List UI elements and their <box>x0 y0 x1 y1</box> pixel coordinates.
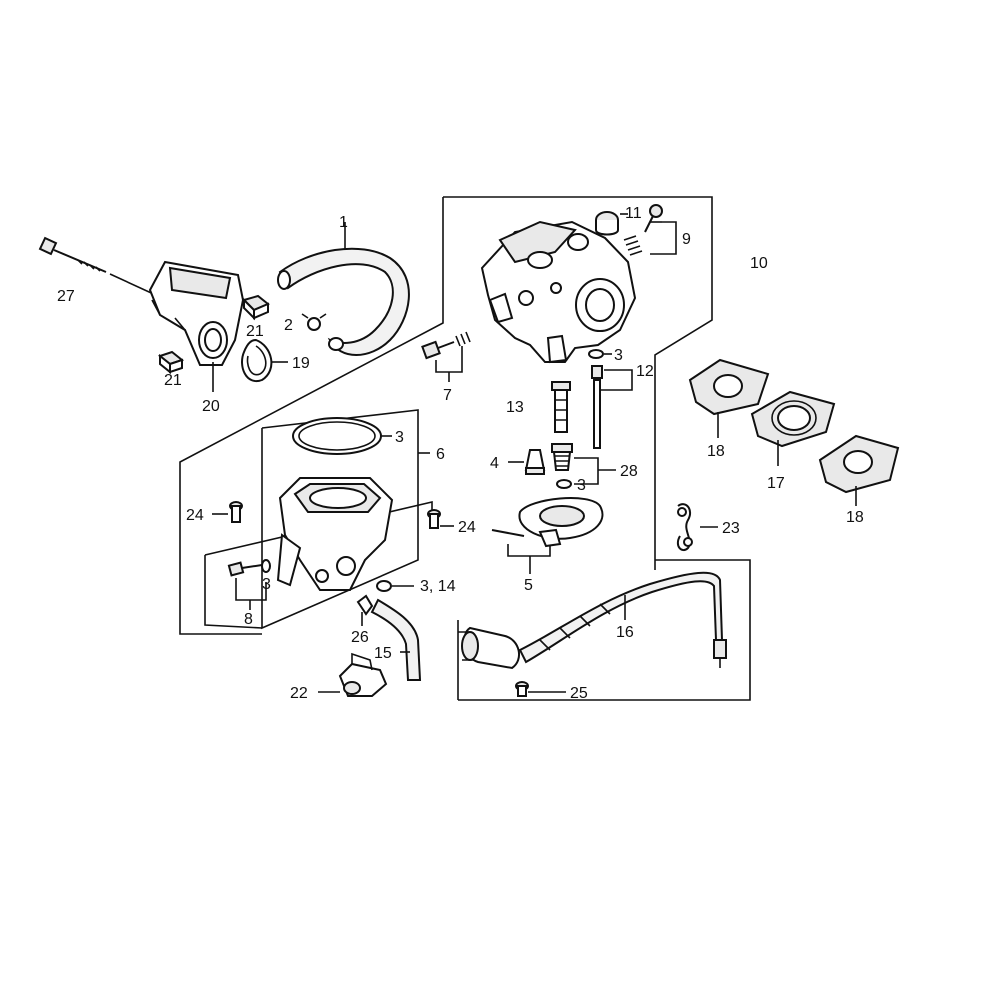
callout-19: 19 <box>292 355 310 372</box>
callout-17: 17 <box>767 475 785 492</box>
callout-26: 26 <box>351 629 369 646</box>
callout-2: 2 <box>284 317 293 334</box>
callout-9: 9 <box>682 231 691 248</box>
callout-10: 10 <box>750 255 768 272</box>
gasket-part-17 <box>750 390 836 466</box>
callout-23: 23 <box>722 520 740 537</box>
fuel-cut-solenoid <box>458 626 521 670</box>
callout-3-needle: 3 <box>614 347 623 364</box>
callout-3-14: 3, 14 <box>420 578 456 595</box>
washer-part-3-14 <box>376 580 414 592</box>
intake-elbow-part-20 <box>148 260 245 392</box>
callout-20: 20 <box>202 398 220 415</box>
callout-3-jet: 3 <box>577 477 586 494</box>
gasket-part-18-right <box>818 434 900 506</box>
gasket-part-18-left <box>688 358 770 438</box>
callout-22: 22 <box>290 685 308 702</box>
callout-11: 11 <box>625 205 642 222</box>
float-bowl-part-6 <box>276 452 430 591</box>
callout-7: 7 <box>443 387 452 404</box>
callout-3-drain: 3 <box>262 576 271 593</box>
callout-25: 25 <box>570 685 588 702</box>
main-jet-tube-part-13 <box>551 381 571 433</box>
callout-12: 12 <box>636 363 654 380</box>
wire-harness-part-16 <box>518 571 727 668</box>
screw-spring-part-7 <box>421 331 471 382</box>
callout-3-bowl-gasket: 3 <box>395 429 404 446</box>
callout-1: 1 <box>339 214 348 231</box>
gasket-part-19 <box>241 338 288 383</box>
cap-part-11 <box>595 211 628 236</box>
clip-part-26 <box>356 594 374 626</box>
assembly-outline-10 <box>179 196 751 701</box>
sensor-part-22 <box>318 652 388 697</box>
callout-21-lower: 21 <box>164 372 182 389</box>
callout-27: 27 <box>57 288 75 305</box>
hose-clip-part-2 <box>301 313 327 331</box>
callout-15: 15 <box>374 645 392 662</box>
callout-28: 28 <box>620 463 638 480</box>
callout-labels: 1 2 3 3 3 3 3, 14 4 5 6 7 8 9 10 11 12 1… <box>57 205 864 702</box>
screw-spring-part-9 <box>623 204 677 256</box>
screw-part-25 <box>515 681 566 697</box>
callout-21-upper: 21 <box>246 323 264 340</box>
callout-13: 13 <box>506 399 524 416</box>
callout-16: 16 <box>616 624 634 641</box>
drain-screw-part-8 <box>227 559 271 610</box>
float-part-5 <box>491 497 604 574</box>
nut-part-21-upper <box>242 294 270 321</box>
callout-18-left: 18 <box>707 443 725 460</box>
callout-18-right: 18 <box>846 509 864 526</box>
callout-6: 6 <box>436 446 445 463</box>
carburetor-body <box>480 220 637 364</box>
callout-4: 4 <box>490 455 499 472</box>
nut-part-21-lower <box>157 350 185 375</box>
harness-clip-part-23 <box>676 503 718 552</box>
callout-5: 5 <box>524 577 533 594</box>
bowl-gasket-part-3 <box>292 417 392 455</box>
breather-hose-part-1 <box>277 222 410 356</box>
drain-tube-part-15 <box>370 598 422 681</box>
float-valve-part-4 <box>508 449 546 475</box>
callout-24-right: 24 <box>458 519 476 536</box>
screw-part-24-left <box>212 501 243 523</box>
callout-8: 8 <box>244 611 253 628</box>
float-needle-part-12 <box>588 349 633 449</box>
callout-24-left: 24 <box>186 507 204 524</box>
jet-part-28 <box>551 443 616 489</box>
screw-part-24-right <box>427 509 454 529</box>
